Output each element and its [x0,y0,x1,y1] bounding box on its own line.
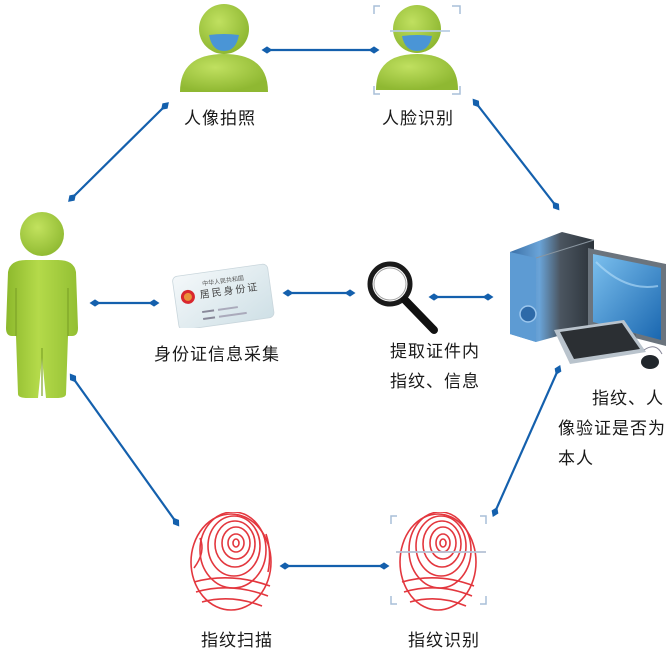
computer-node [496,222,670,372]
computer-icon [510,232,666,369]
face-recognition-node [366,2,466,98]
fingerprint-recognition-label: 指纹识别 [408,631,480,651]
fingerprint-scan-node [186,511,276,620]
connector-person-fingerprint [69,373,180,527]
fingerprint-icon [190,511,272,611]
computer-label: 指纹、人 像验证是否为 本人 [558,384,666,474]
person-icon [6,212,78,398]
connector-person-portrait [68,102,169,202]
computer-label-line-3: 本人 [558,449,594,469]
extract-info-label: 提取证件内 指纹、信息 [390,337,480,397]
extract-info-label-line-1: 提取证件内 [390,342,480,362]
id-card-icon: 中华人民共和国 居民身份证 [172,263,275,331]
fingerprint-scan-icon [390,511,487,611]
computer-label-line-1: 指纹、人 [592,389,664,409]
magnifier-icon [367,261,438,334]
fingerprint-recognition-node [388,511,492,620]
face-scan-icon [373,5,461,95]
connector-recognition-computer [491,364,562,518]
avatar-icon [180,4,268,92]
face-recognition-label: 人脸识别 [382,109,454,129]
portrait-photo-node [176,2,272,94]
extract-info-node [362,258,442,336]
fingerprint-scan-label: 指纹扫描 [201,631,273,651]
id-card-capture-label: 身份证信息采集 [154,345,280,365]
connector-face-computer [472,98,560,211]
extract-info-label-line-2: 指纹、信息 [390,372,480,392]
computer-label-line-2: 像验证是否为 [558,419,666,439]
id-card-node: 中华人民共和国 居民身份证 [170,262,276,331]
portrait-photo-label: 人像拍照 [184,109,256,129]
person-node [0,208,84,400]
